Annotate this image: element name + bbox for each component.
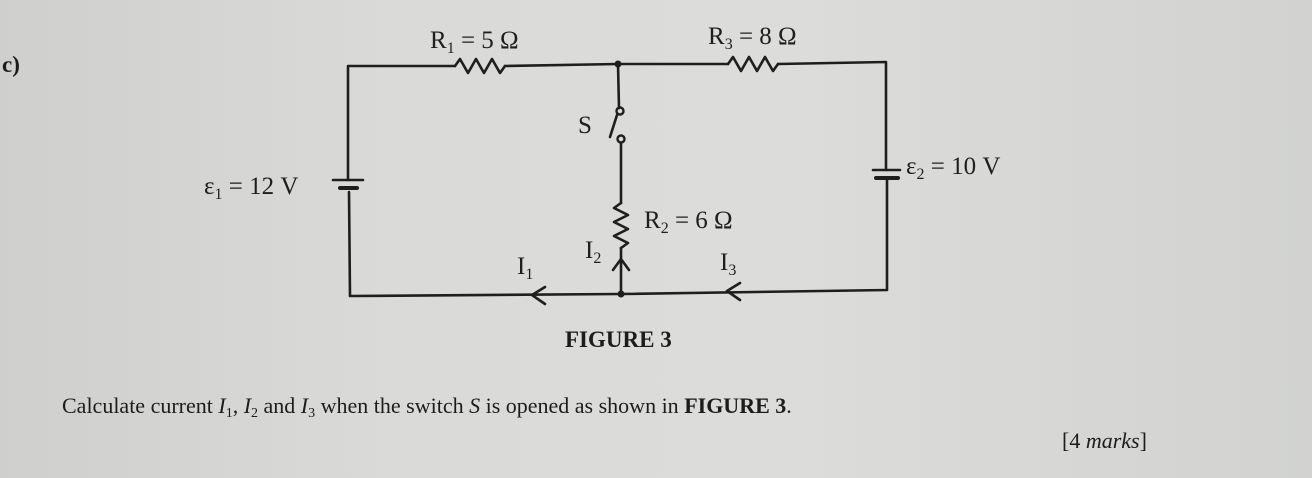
marks-label: [4 marks] bbox=[1062, 428, 1147, 453]
label-r1: R1 = 5 Ω bbox=[430, 27, 519, 57]
wire-right-lower bbox=[619, 176, 889, 296]
label-emf1: ε1 = 12 V bbox=[204, 173, 298, 203]
label-i2: I2 bbox=[585, 237, 601, 267]
wire-mid-upper bbox=[616, 62, 621, 110]
junction-bottom bbox=[617, 290, 625, 298]
part-label: c) bbox=[2, 52, 20, 77]
wire-bottom-left bbox=[347, 190, 623, 298]
label-emf2: ε2 = 10 V bbox=[906, 153, 1000, 183]
label-r3: R3 = 8 Ω bbox=[708, 23, 797, 53]
wire-top-left bbox=[346, 64, 457, 182]
switch-s-lever[interactable] bbox=[608, 113, 619, 139]
resistor-r2 bbox=[612, 201, 630, 250]
figure-caption: FIGURE 3 bbox=[565, 327, 672, 352]
current-arrow-i1 bbox=[530, 285, 547, 306]
label-i3: I3 bbox=[720, 249, 736, 279]
question-text: Calculate current I1, I2 and I3 when the… bbox=[62, 393, 792, 421]
wire-top-right bbox=[776, 60, 888, 172]
resistor-r1 bbox=[453, 57, 507, 75]
current-arrow-i2 bbox=[611, 257, 631, 272]
switch-contact-bottom bbox=[616, 134, 626, 144]
label-i1: I1 bbox=[517, 253, 533, 283]
label-r2: R2 = 6 Ω bbox=[644, 207, 733, 237]
label-switch: S bbox=[578, 112, 592, 139]
switch-contact-top bbox=[615, 106, 625, 116]
current-arrow-i3 bbox=[725, 281, 742, 302]
resistor-r3 bbox=[726, 55, 780, 73]
